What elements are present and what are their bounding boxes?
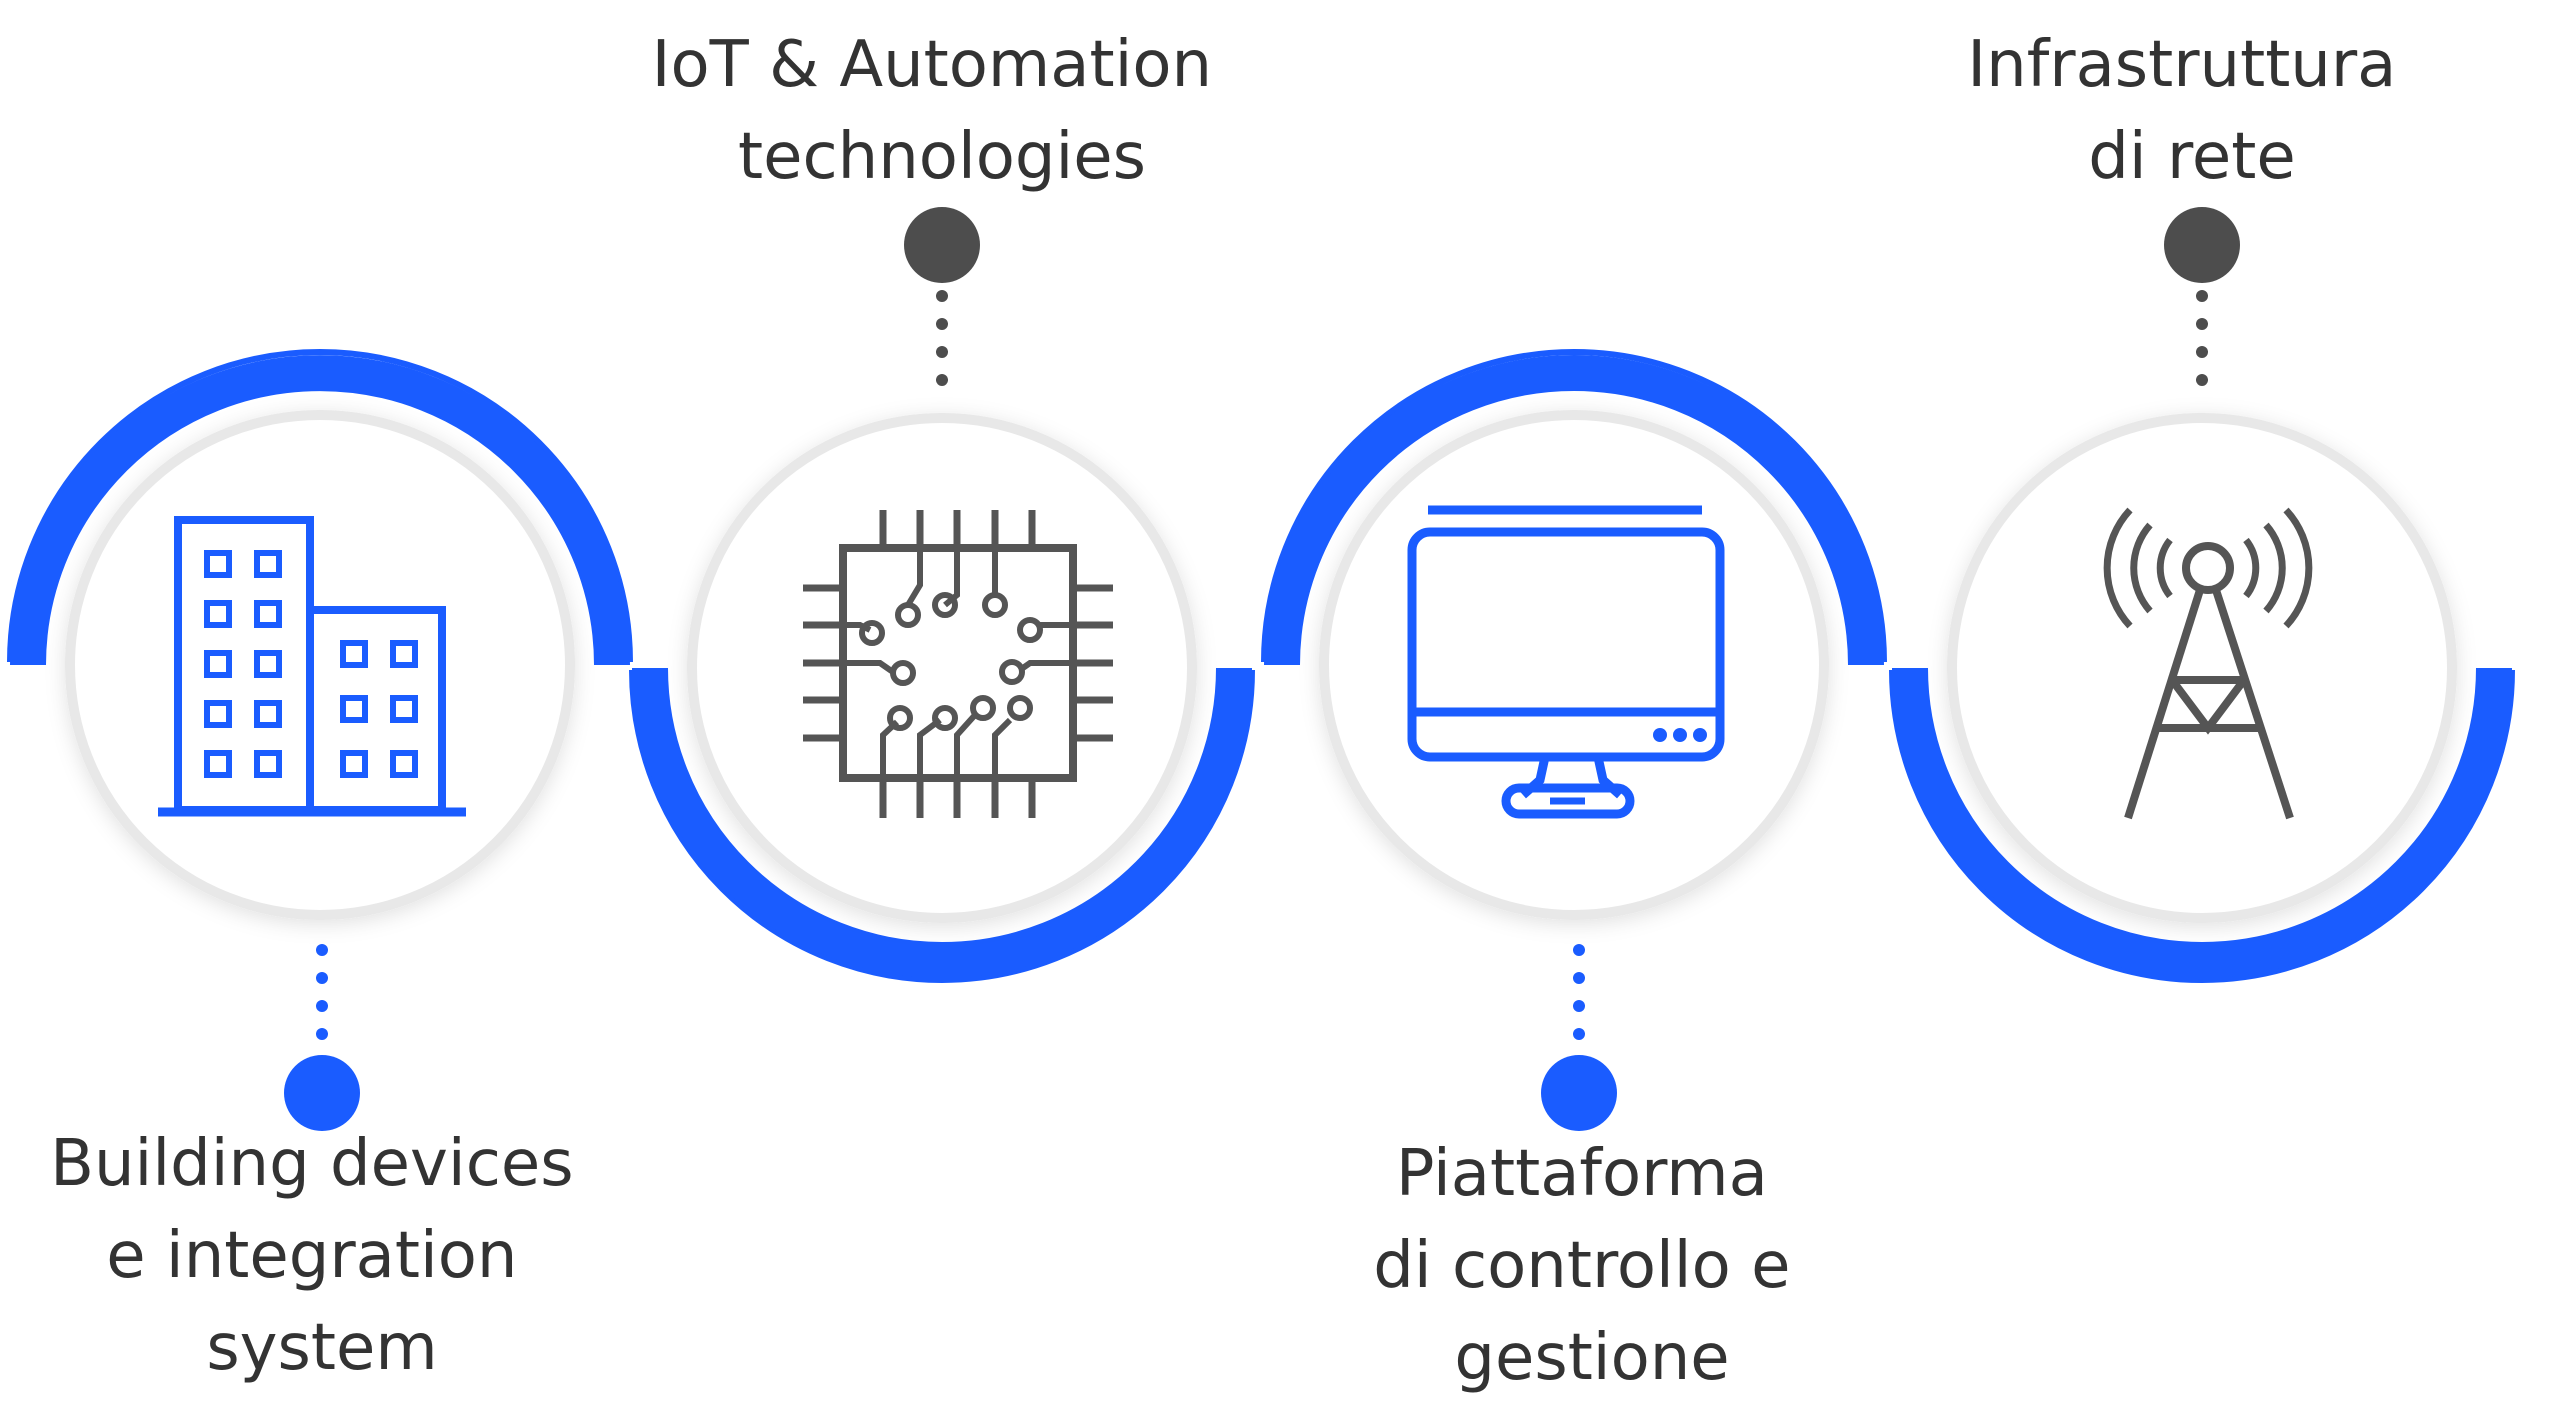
step-1-label-line-3: system [206, 1311, 437, 1385]
step-3-marker-dot [1541, 1055, 1617, 1131]
step-3-label-line-3: gestione [1454, 1321, 1729, 1395]
step-4-circle [1947, 413, 2457, 923]
step-2-circle [687, 413, 1197, 923]
step-2-outer-arc [629, 669, 1255, 983]
step-2-marker-dot [904, 207, 980, 283]
building-icon [158, 516, 466, 817]
radio-tower-icon [2103, 507, 2313, 820]
monitor-icon [1407, 505, 1725, 819]
step-4-connector [2196, 290, 2208, 386]
step-4-thick-arc [1892, 667, 2512, 978]
step-4-marker-dot [2164, 207, 2240, 283]
step-1-label-line-1: Building devices [50, 1127, 574, 1201]
step-4-outer-arc [1889, 669, 2515, 983]
step-2-connector [936, 290, 948, 386]
microchip-icon [803, 510, 1113, 818]
step-2-label-line-2: technologies [738, 120, 1146, 194]
step-3-label-line-2: di controllo e [1373, 1229, 1790, 1303]
step-2-label-line-1: IoT & Automation [652, 28, 1212, 102]
step-4: Infrastruttura di rete [1889, 28, 2515, 983]
step-1-circle [65, 410, 575, 920]
step-3-thick-arc [1264, 355, 1884, 666]
step-1-label-line-2: e integration [106, 1219, 517, 1293]
step-4-label-line-2: di rete [2088, 120, 2296, 194]
step-2-thick-arc [632, 667, 1252, 978]
step-1-thick-arc [10, 355, 630, 666]
step-2: IoT & Automation technologies [629, 28, 1255, 983]
step-1-marker-dot [284, 1055, 360, 1131]
step-4-label-line-1: Infrastruttura [1967, 28, 2396, 102]
step-3-outer-arc [1261, 349, 1887, 663]
step-3-label: Piattaforma di controllo e gestione [1373, 1137, 1811, 1395]
step-1-outer-arc [7, 349, 633, 663]
monitor-indicator-dots [1653, 728, 1707, 742]
step-4-label: Infrastruttura di rete [1967, 28, 2416, 194]
step-1-connector [316, 944, 328, 1068]
step-3-circle [1319, 410, 1829, 920]
step-3: Piattaforma di controllo e gestione [1261, 349, 1887, 1395]
step-3-label-line-1: Piattaforma [1396, 1137, 1768, 1211]
step-3-connector [1573, 944, 1585, 1068]
step-2-label: IoT & Automation technologies [652, 28, 1233, 194]
step-1: Building devices e integration system [7, 349, 633, 1385]
step-1-label: Building devices e integration system [50, 1127, 594, 1385]
